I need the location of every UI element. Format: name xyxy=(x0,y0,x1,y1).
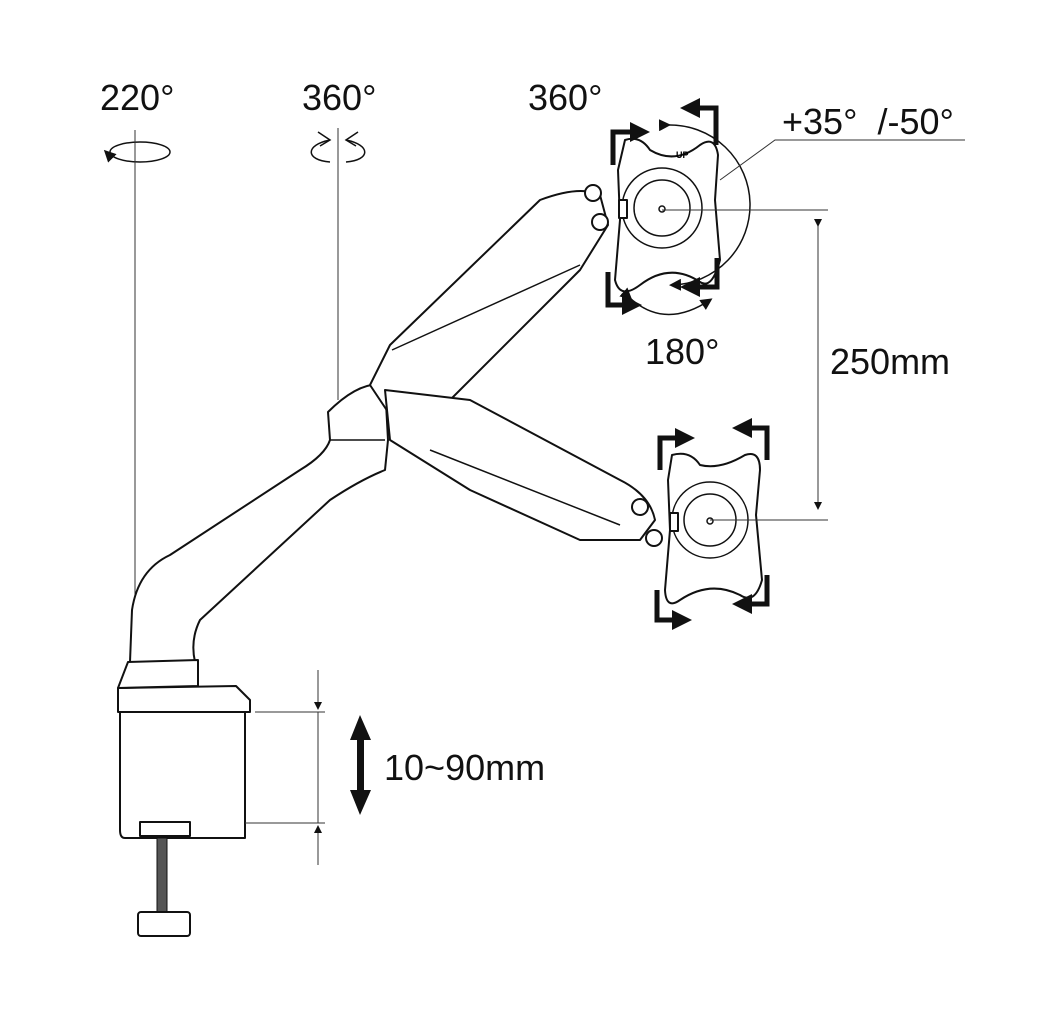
tilt-leader-line xyxy=(719,139,965,181)
desk-clamp xyxy=(117,685,251,937)
tilt-arrow-icon xyxy=(658,119,751,291)
tilt-label: +35° /-50° xyxy=(782,101,954,142)
lower-arm xyxy=(384,389,663,547)
height-range-label: 250mm xyxy=(830,341,950,382)
upper-arm xyxy=(369,184,609,431)
vesa-up-label: UP xyxy=(676,150,689,160)
upper-vesa-plate: UP xyxy=(605,98,751,316)
lower-vesa-plate xyxy=(654,418,770,630)
arm-column xyxy=(117,383,389,689)
rotate-220-icon xyxy=(103,130,171,600)
swivel-label: 180° xyxy=(645,331,719,372)
arm-rotation-label: 360° xyxy=(302,77,376,118)
clamp-dimension xyxy=(245,670,371,865)
base-rotation-label: 220° xyxy=(100,77,174,118)
clamp-range-label: 10~90mm xyxy=(384,747,545,788)
swivel-arrow-icon xyxy=(619,287,713,316)
height-dimension xyxy=(662,209,828,521)
screen-rotation-label: 360° xyxy=(528,77,602,118)
double-arrow-icon xyxy=(350,715,371,815)
rotate-360-arm-icon xyxy=(310,128,366,400)
